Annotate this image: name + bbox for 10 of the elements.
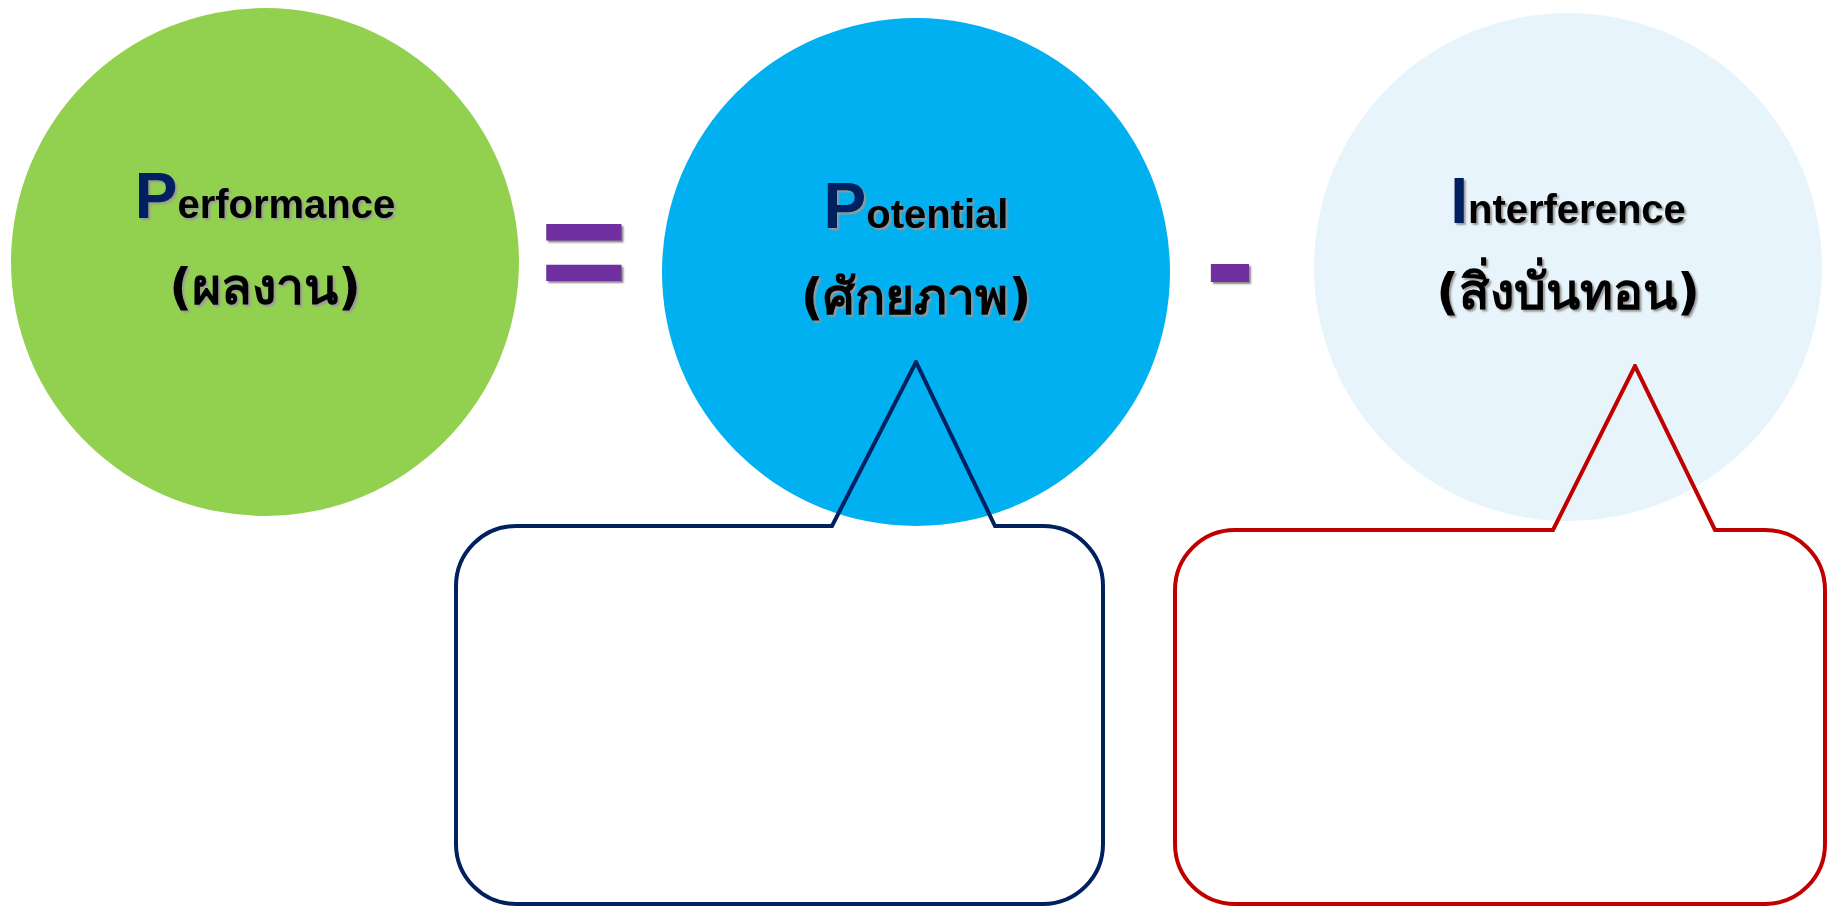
speech-bubble [454, 360, 1105, 906]
speech-bubble [1173, 364, 1827, 906]
term-translation: (ผลงาน) [169, 256, 361, 318]
term-translation: (ศักยภาพ) [800, 266, 1032, 328]
term-translation: (สิ่งบั่นทอน) [1436, 251, 1700, 331]
term-heading: Performance [134, 158, 396, 233]
operator-sign: - [1205, 185, 1255, 335]
operator-sign: = [540, 175, 628, 325]
term-heading: Potential [823, 168, 1009, 243]
term-heading: Interference [1450, 163, 1686, 238]
